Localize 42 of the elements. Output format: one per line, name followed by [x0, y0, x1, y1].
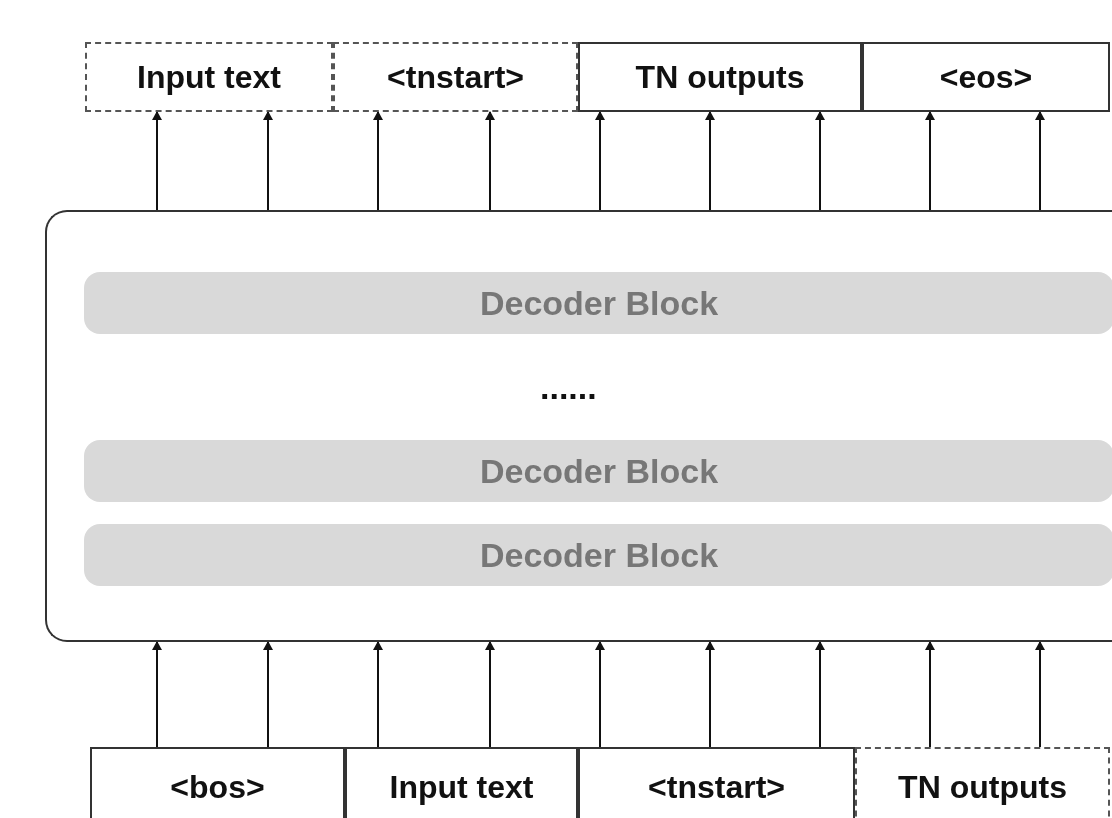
token-label: Input text: [137, 58, 281, 96]
arrow: [263, 641, 273, 748]
arrow: [815, 111, 825, 211]
token-label: <tnstart>: [387, 58, 524, 96]
arrow: [595, 641, 605, 748]
arrow: [595, 111, 605, 211]
decoder-block: [84, 440, 1112, 502]
arrow: [373, 111, 383, 211]
arrow: [485, 111, 495, 211]
token-box: [578, 747, 855, 818]
arrow: [263, 111, 273, 211]
decoder-block: [84, 524, 1112, 586]
ellipsis-label: ......: [540, 368, 597, 407]
arrow: [925, 641, 935, 748]
token-label: <eos>: [939, 58, 1033, 96]
arrow: [1035, 111, 1045, 211]
arrow: [705, 641, 715, 748]
arrow: [925, 111, 935, 211]
block-label: Decoder Block: [479, 283, 719, 323]
token-box: [90, 747, 345, 818]
model-container: [45, 210, 1112, 642]
arrow: [152, 111, 162, 211]
arrow: [815, 641, 825, 748]
token-label: <bos>: [170, 768, 265, 806]
token-label: TN outputs: [898, 768, 1067, 806]
arrow: [485, 641, 495, 748]
arrow: [373, 641, 383, 748]
arrow: [705, 111, 715, 211]
arrow: [1035, 641, 1045, 748]
token-label: TN outputs: [635, 58, 805, 96]
token-box: [862, 42, 1110, 112]
token-box: [85, 42, 333, 112]
decoder-block: [84, 272, 1112, 334]
arrow: [152, 641, 162, 748]
token-box: [345, 747, 578, 818]
token-box: [578, 42, 862, 112]
token-label: Input text: [389, 768, 534, 806]
token-box: [333, 42, 578, 112]
token-box: [855, 747, 1110, 818]
block-label: Decoder Block: [479, 451, 719, 491]
block-label: Decoder Block: [479, 535, 719, 575]
token-label: <tnstart>: [648, 768, 785, 806]
